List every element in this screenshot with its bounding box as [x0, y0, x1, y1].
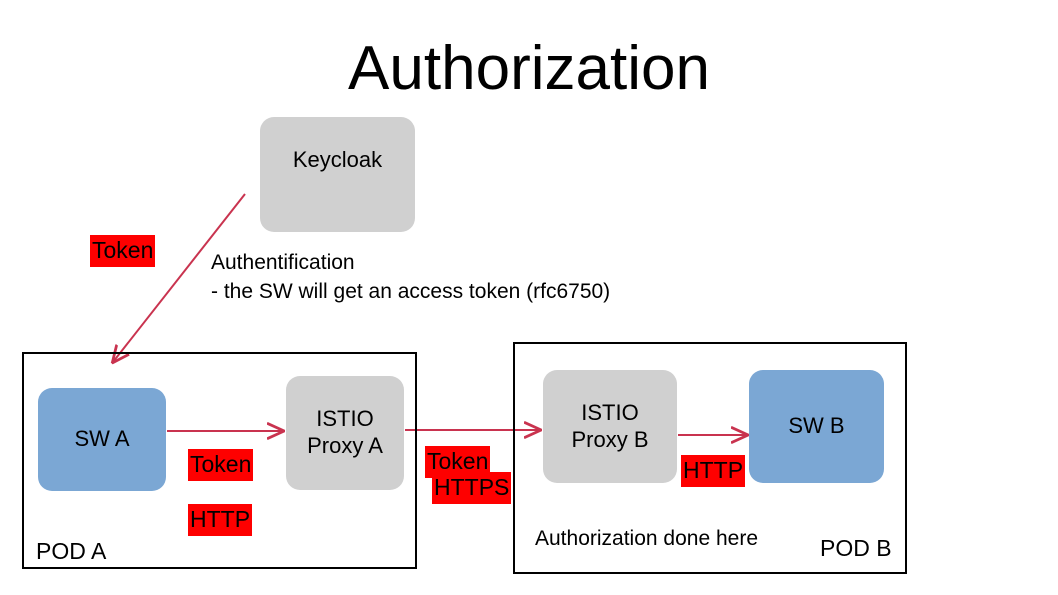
authentification-note: Authentification - the SW will get an ac…: [211, 251, 611, 304]
highlight-token-pod-a: Token: [188, 449, 254, 481]
node-istio-proxy-a[interactable]: ISTIO Proxy A: [286, 376, 404, 490]
highlight-http-pod-b: HTTP: [681, 455, 746, 487]
node-sw-b[interactable]: SW B: [749, 370, 884, 483]
node-keycloak[interactable]: Keycloak: [260, 117, 415, 232]
page-title: Authorization: [348, 34, 710, 103]
authorization-done-here-note: Authorization done here: [535, 527, 758, 550]
highlight-https-between-pods: HTTPS: [432, 472, 512, 504]
pod-b-container: [513, 342, 907, 574]
node-istio-proxy-b[interactable]: ISTIO Proxy B: [543, 370, 677, 483]
pod-b-label: POD B: [820, 535, 892, 561]
highlight-token-keycloak: Token: [90, 235, 156, 267]
highlight-http-pod-a: HTTP: [188, 504, 253, 536]
node-sw-a[interactable]: SW A: [38, 388, 166, 491]
pod-a-container: [22, 352, 417, 569]
pod-a-label: POD A: [36, 538, 107, 564]
